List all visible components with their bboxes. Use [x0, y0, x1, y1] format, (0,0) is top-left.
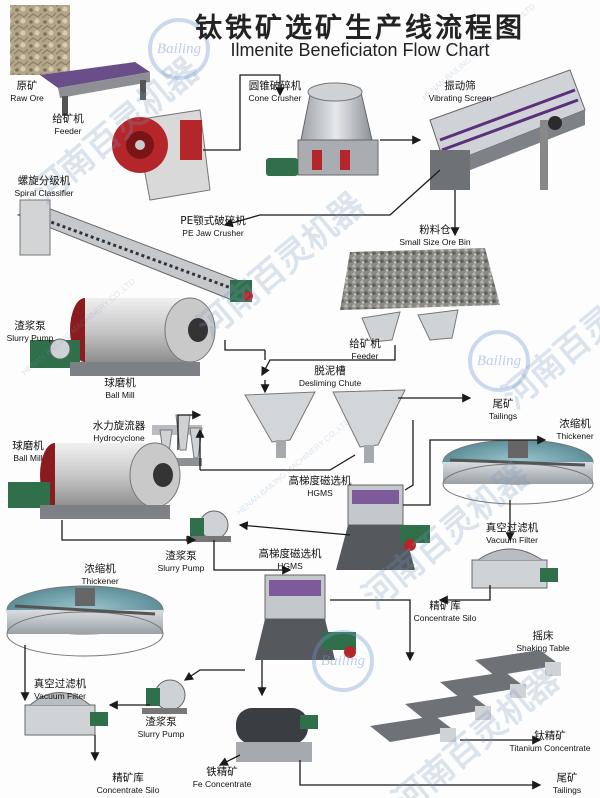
label-slurry-pump-3: 渣浆泵 Slurry Pump	[137, 716, 185, 739]
label-vacuum-filter-1: 真空过滤机 Vacuum Filter	[485, 522, 539, 545]
vibrating-screen-machine	[429, 69, 586, 190]
label-slurry-pump-2: 渣浆泵 Slurry Pump	[157, 550, 205, 573]
label-shaking-table: 摇床 Shaking Table	[516, 630, 570, 653]
label-jaw-crusher: PE颚式破碎机 PE Jaw Crusher	[180, 215, 246, 238]
label-vacuum-filter-2: 真空过滤机 Vacuum Filter	[33, 678, 87, 701]
label-fe-concentrate: 铁精矿 Fe Concentrate	[192, 766, 252, 789]
label-vibrating-screen: 振动筛 Vibrating Screen	[428, 80, 492, 103]
label-thickener-2: 浓缩机 Thickener	[81, 563, 119, 586]
shaking-tables-machine	[370, 650, 561, 742]
vacuum-filter-2-machine	[24, 692, 108, 736]
spiral-classifier-machine	[16, 199, 253, 302]
label-tailings-1: 尾矿 Tailings	[488, 398, 518, 421]
slurry-pump-3-machine	[142, 679, 187, 714]
label-concentrate-silo-2: 精矿库 Concentrate Silo	[96, 772, 160, 795]
slurry-pump-1-machine	[49, 338, 71, 360]
label-ore-bin: 粉料仓 Small Size Ore Bin	[399, 224, 471, 247]
ore-bin-pile	[340, 248, 500, 343]
label-spiral-classifier: 螺旋分级机 Spiral Classifier	[14, 175, 74, 198]
fe-separator-machine	[236, 708, 318, 762]
jaw-crusher-machine	[112, 109, 211, 201]
watermark-badge-1: Bailing	[148, 18, 210, 80]
raw-ore-photo	[10, 5, 70, 75]
thickener-2-tank	[6, 585, 164, 657]
label-feeder-bottom: 给矿机 Feeder	[349, 338, 381, 361]
label-titanium-concentrate: 钛精矿 Titanium Concentrate	[509, 730, 591, 753]
hgms-1-machine	[336, 484, 430, 570]
label-hgms-2: 高梯度磁选机 HGMS	[258, 548, 322, 571]
cone-crusher-machine	[266, 82, 379, 176]
label-slurry-pump-1: 渣浆泵 Slurry Pump	[6, 320, 54, 343]
watermark-badge-2: Bailing	[468, 330, 530, 392]
thickener-1-tank	[442, 439, 594, 505]
ball-mill-1-machine	[30, 297, 216, 376]
ball-mill-2-machine	[8, 442, 181, 519]
label-desliming-chute: 脱泥槽 Desliming Chute	[298, 365, 362, 388]
slurry-pump-2-machine	[186, 510, 231, 542]
watermark-badge-3: Bailing	[312, 630, 374, 692]
label-hydrocyclone: 水力旋流器 Hydrocyclone	[92, 420, 146, 443]
label-concentrate-silo-1: 精矿库 Concentrate Silo	[413, 600, 477, 623]
label-tailings-2: 尾矿 Tailings	[552, 772, 582, 795]
label-raw-ore: 原矿 Raw Ore	[10, 80, 44, 103]
label-ball-mill-1: 球磨机 Ball Mill	[104, 377, 136, 400]
page-subtitle: Ilmenite Beneficiaton Flow Chart	[230, 40, 490, 60]
label-ball-mill-2: 球磨机 Ball Mill	[12, 440, 44, 463]
feeder-top-machine	[40, 62, 150, 116]
label-cone-crusher: 圆锥破碎机 Cone Crusher	[248, 80, 302, 103]
desliming-chute-machine	[244, 389, 406, 463]
label-hgms-1: 高梯度磁选机 HGMS	[288, 475, 352, 498]
connector-arrows	[20, 74, 547, 790]
page-title: 钛铁矿选矿生产线流程图	[195, 13, 525, 44]
label-thickener-1: 浓缩机 Thickener	[556, 418, 594, 441]
vacuum-filter-1-machine	[471, 548, 558, 589]
label-feeder-top: 给矿机 Feeder	[52, 113, 84, 136]
